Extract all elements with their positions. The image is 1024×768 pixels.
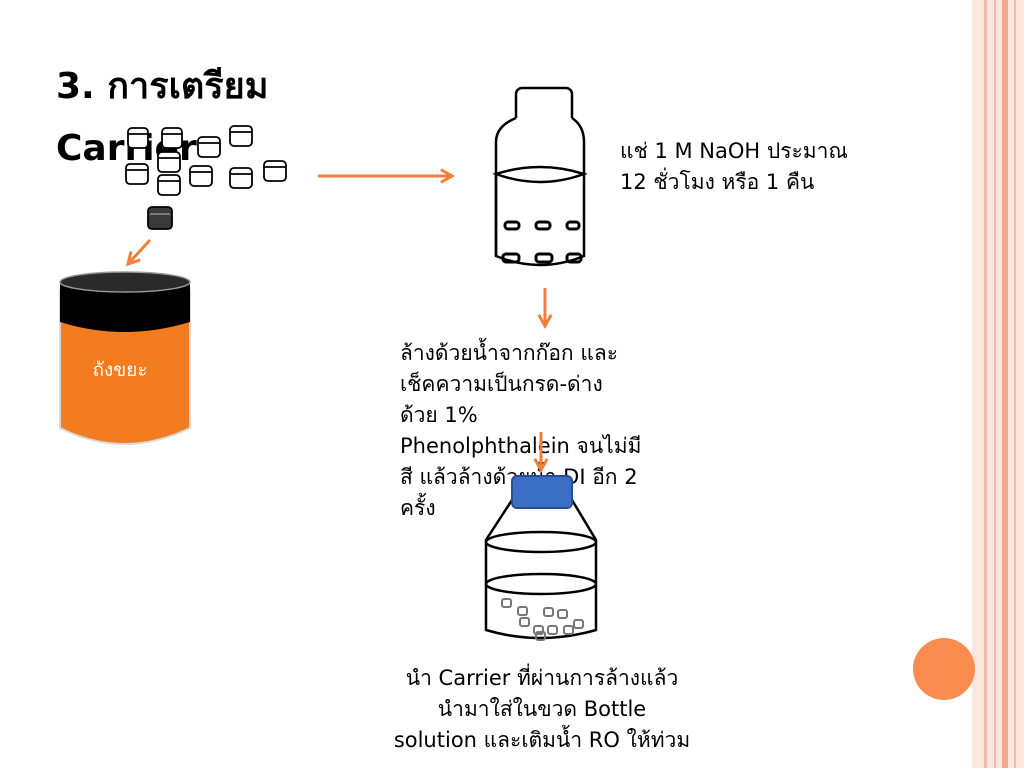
carrier-pellet-icon [229,167,253,189]
carrier-pellet-icon [125,163,149,185]
wash-line-4: Phenolphthalein จนไม่มี [400,434,642,458]
carrier-pellet-icon [197,136,221,158]
blue-bottle-cap [511,475,573,509]
wash-instruction-text: ล้างด้วยน้ำจากก๊อก และ เช็คความเป็นกรด-ด… [400,338,641,524]
carrier-pellet-icon [127,127,149,149]
final-bottle-icon [484,475,598,641]
carrier-pellet-icon [229,125,253,147]
wash-line-2: เช็คความเป็นกรด-ด่าง [400,372,603,396]
final-line-3: solution และเติมน้ำ RO ให้ท่วม [393,728,691,752]
decorative-edge-stripes [972,0,1024,768]
soak-bottle-icon [492,86,588,267]
soak-instruction-text: แช่ 1 M NaOH ประมาณ 12 ชั่วโมง หรือ 1 คื… [620,136,848,198]
final-line-1: นำ Carrier ที่ผ่านการล้างแล้ว [405,666,679,690]
final-instruction-text: นำ Carrier ที่ผ่านการล้างแล้ว นำมาใส่ในข… [342,663,742,756]
slide-title-line-1: 3. การเตรียม [56,66,269,107]
carrier-pellets-group [125,125,287,196]
carrier-pellet-icon [157,151,181,173]
wash-line-1: ล้างด้วยน้ำจากก๊อก และ [400,341,619,365]
carrier-pellet-icon [189,165,213,187]
trash-bin-label: ถังขยะ [92,359,147,381]
soak-line-1: แช่ 1 M NaOH ประมาณ [620,139,848,163]
wash-line-3: ด้วย 1% [400,403,478,427]
wash-line-6: ครั้ง [400,496,436,520]
carrier-pellet-icon [161,127,183,149]
carrier-pellet-icon [263,160,287,182]
dark-carrier-pellet-icon [147,206,173,230]
soak-line-2: 12 ชั่วโมง หรือ 1 คืน [620,170,815,194]
trash-bin-icon: ถังขยะ [59,271,191,445]
decorative-orange-dot [913,638,975,700]
arrow-to-bin [128,238,152,264]
carrier-pellet-icon [157,174,181,196]
final-line-2: นำมาใส่ในขวด Bottle [437,697,647,721]
